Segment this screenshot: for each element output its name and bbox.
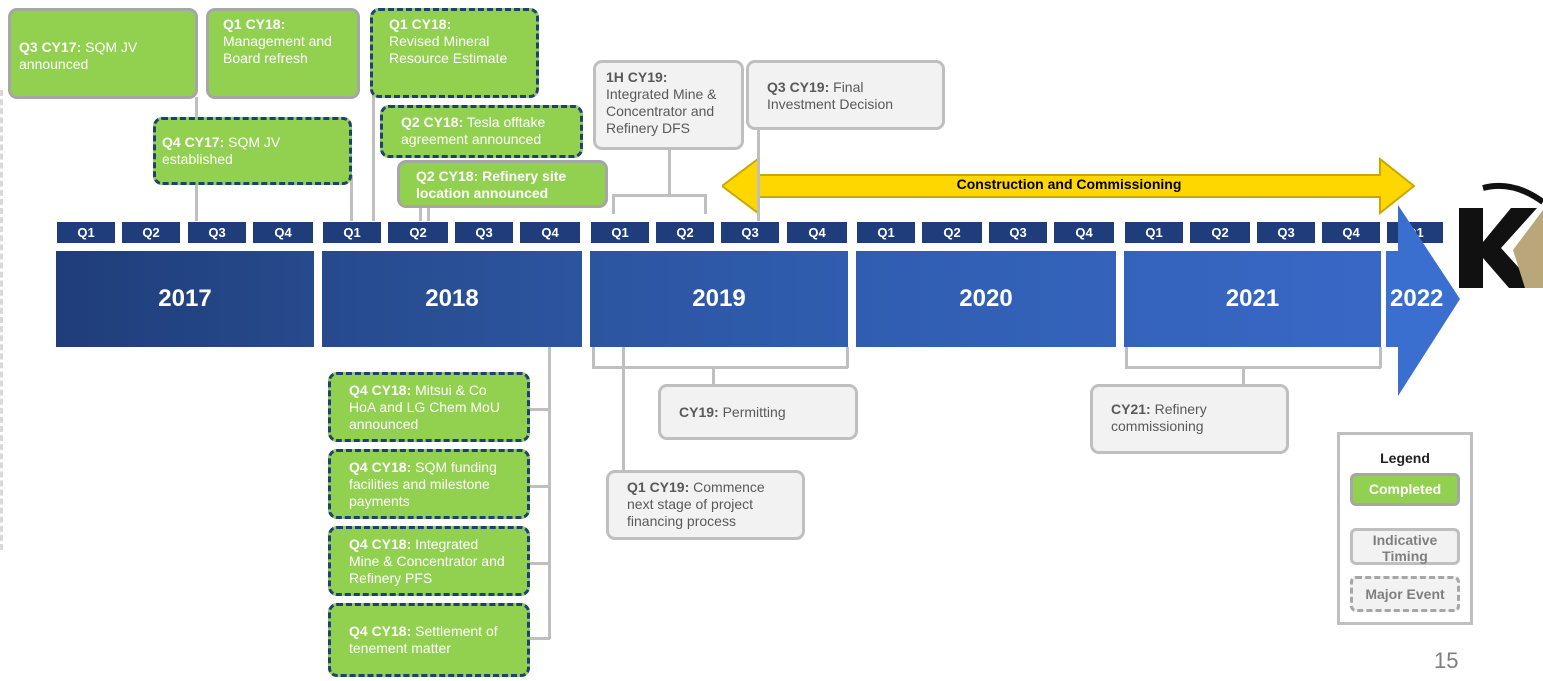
year-label-2022: 2022 [1390, 285, 1444, 312]
bracket-line [592, 347, 595, 368]
event-box: CY19: Permitting [658, 384, 858, 440]
event-box: Q4 CY18: Settlement of tenement matter [328, 603, 530, 677]
year-bar-2020: 2020 [856, 251, 1116, 347]
quarter-cell: Q4 [786, 221, 848, 244]
quarter-cell: Q3 [187, 221, 247, 244]
connector-line [528, 637, 550, 640]
connector-line [548, 347, 551, 639]
event-box: Q1 CY18:Management and Board refresh [206, 8, 360, 99]
legend-indicative: Indicative Timing [1350, 528, 1460, 565]
quarter-cell: Q3 [720, 221, 780, 244]
event-box: Q3 CY17: SQM JV announced [8, 8, 198, 99]
legend: Legend Completed Indicative Timing Major… [1337, 432, 1473, 625]
connector-line [712, 366, 715, 386]
quarter-cell: Q3 [1256, 221, 1316, 244]
event-box: 1H CY19:Integrated Mine & Concentrator a… [593, 60, 744, 150]
event-box: Q4 CY18: Mitsui & Co HoA and LG Chem MoU… [328, 372, 530, 442]
quarter-cell: Q1 [322, 221, 382, 244]
quarter-cell: Q2 [387, 221, 449, 244]
event-box: Q3 CY19: Final Investment Decision [746, 60, 945, 130]
connector-line [1242, 366, 1245, 384]
event-box: Q4 CY18: SQM funding facilities and mile… [328, 449, 530, 519]
connector-line [528, 408, 550, 411]
page-number: 15 [1434, 648, 1459, 673]
year-bar-2021: 2021 [1124, 251, 1381, 347]
quarter-cell: Q4 [1321, 221, 1381, 244]
bracket-line [612, 194, 707, 197]
edge-decoration [0, 90, 3, 550]
connector-line [622, 347, 625, 472]
quarter-cell: Q3 [454, 221, 514, 244]
bracket-line [704, 194, 707, 214]
legend-completed: Completed [1350, 473, 1460, 506]
event-box: Q1 CY19: Commence next stage of project … [606, 470, 805, 540]
event-box: Q4 CY18: Integrated Mine & Concentrator … [328, 526, 530, 596]
timeline-arrow [1386, 205, 1460, 396]
quarter-cell: Q1 [590, 221, 650, 244]
event-box: Q4 CY17: SQM JV established [153, 117, 352, 185]
bracket-line [1125, 366, 1381, 369]
event-box: Q2 CY18: Tesla offtake agreement announc… [380, 105, 583, 158]
connector-line [528, 562, 550, 565]
company-logo [1459, 182, 1543, 288]
quarter-cell: Q2 [655, 221, 715, 244]
event-box: CY21: Refinery commissioning [1090, 384, 1289, 454]
quarter-cell: Q4 [1053, 221, 1115, 244]
construction-label: Construction and Commissioning [956, 176, 1182, 192]
connector-line [528, 485, 550, 488]
event-box: Q1 CY18:Revised Mineral Resource Estimat… [370, 8, 539, 98]
event-box: Q2 CY18: Refinery site location announce… [397, 160, 608, 208]
year-bar-2017: 2017 [56, 251, 314, 347]
year-bar-2019: 2019 [590, 251, 848, 347]
quarter-cell: Q4 [252, 221, 314, 244]
year-bar-2018: 2018 [322, 251, 582, 347]
connector-line [372, 90, 375, 221]
quarter-cell: Q1 [856, 221, 916, 244]
quarter-cell: Q1 [1124, 221, 1184, 244]
bracket-line [846, 347, 849, 368]
bracket-line [1379, 347, 1382, 368]
quarter-cell: Q3 [988, 221, 1048, 244]
quarter-cell: Q1 [56, 221, 116, 244]
bracket-line [592, 366, 848, 369]
connector-line [419, 205, 422, 221]
quarter-cell: Q2 [1189, 221, 1251, 244]
quarter-cell: Q2 [121, 221, 181, 244]
connector-line [350, 175, 353, 221]
quarter-cell: Q2 [921, 221, 983, 244]
connector-line [757, 128, 760, 221]
bracket-line [612, 194, 615, 214]
quarter-cell: Q4 [519, 221, 581, 244]
legend-major-event: Major Event [1350, 576, 1460, 612]
legend-title: Legend [1380, 450, 1430, 466]
bracket-line [1125, 347, 1128, 368]
connector-line [668, 150, 671, 196]
